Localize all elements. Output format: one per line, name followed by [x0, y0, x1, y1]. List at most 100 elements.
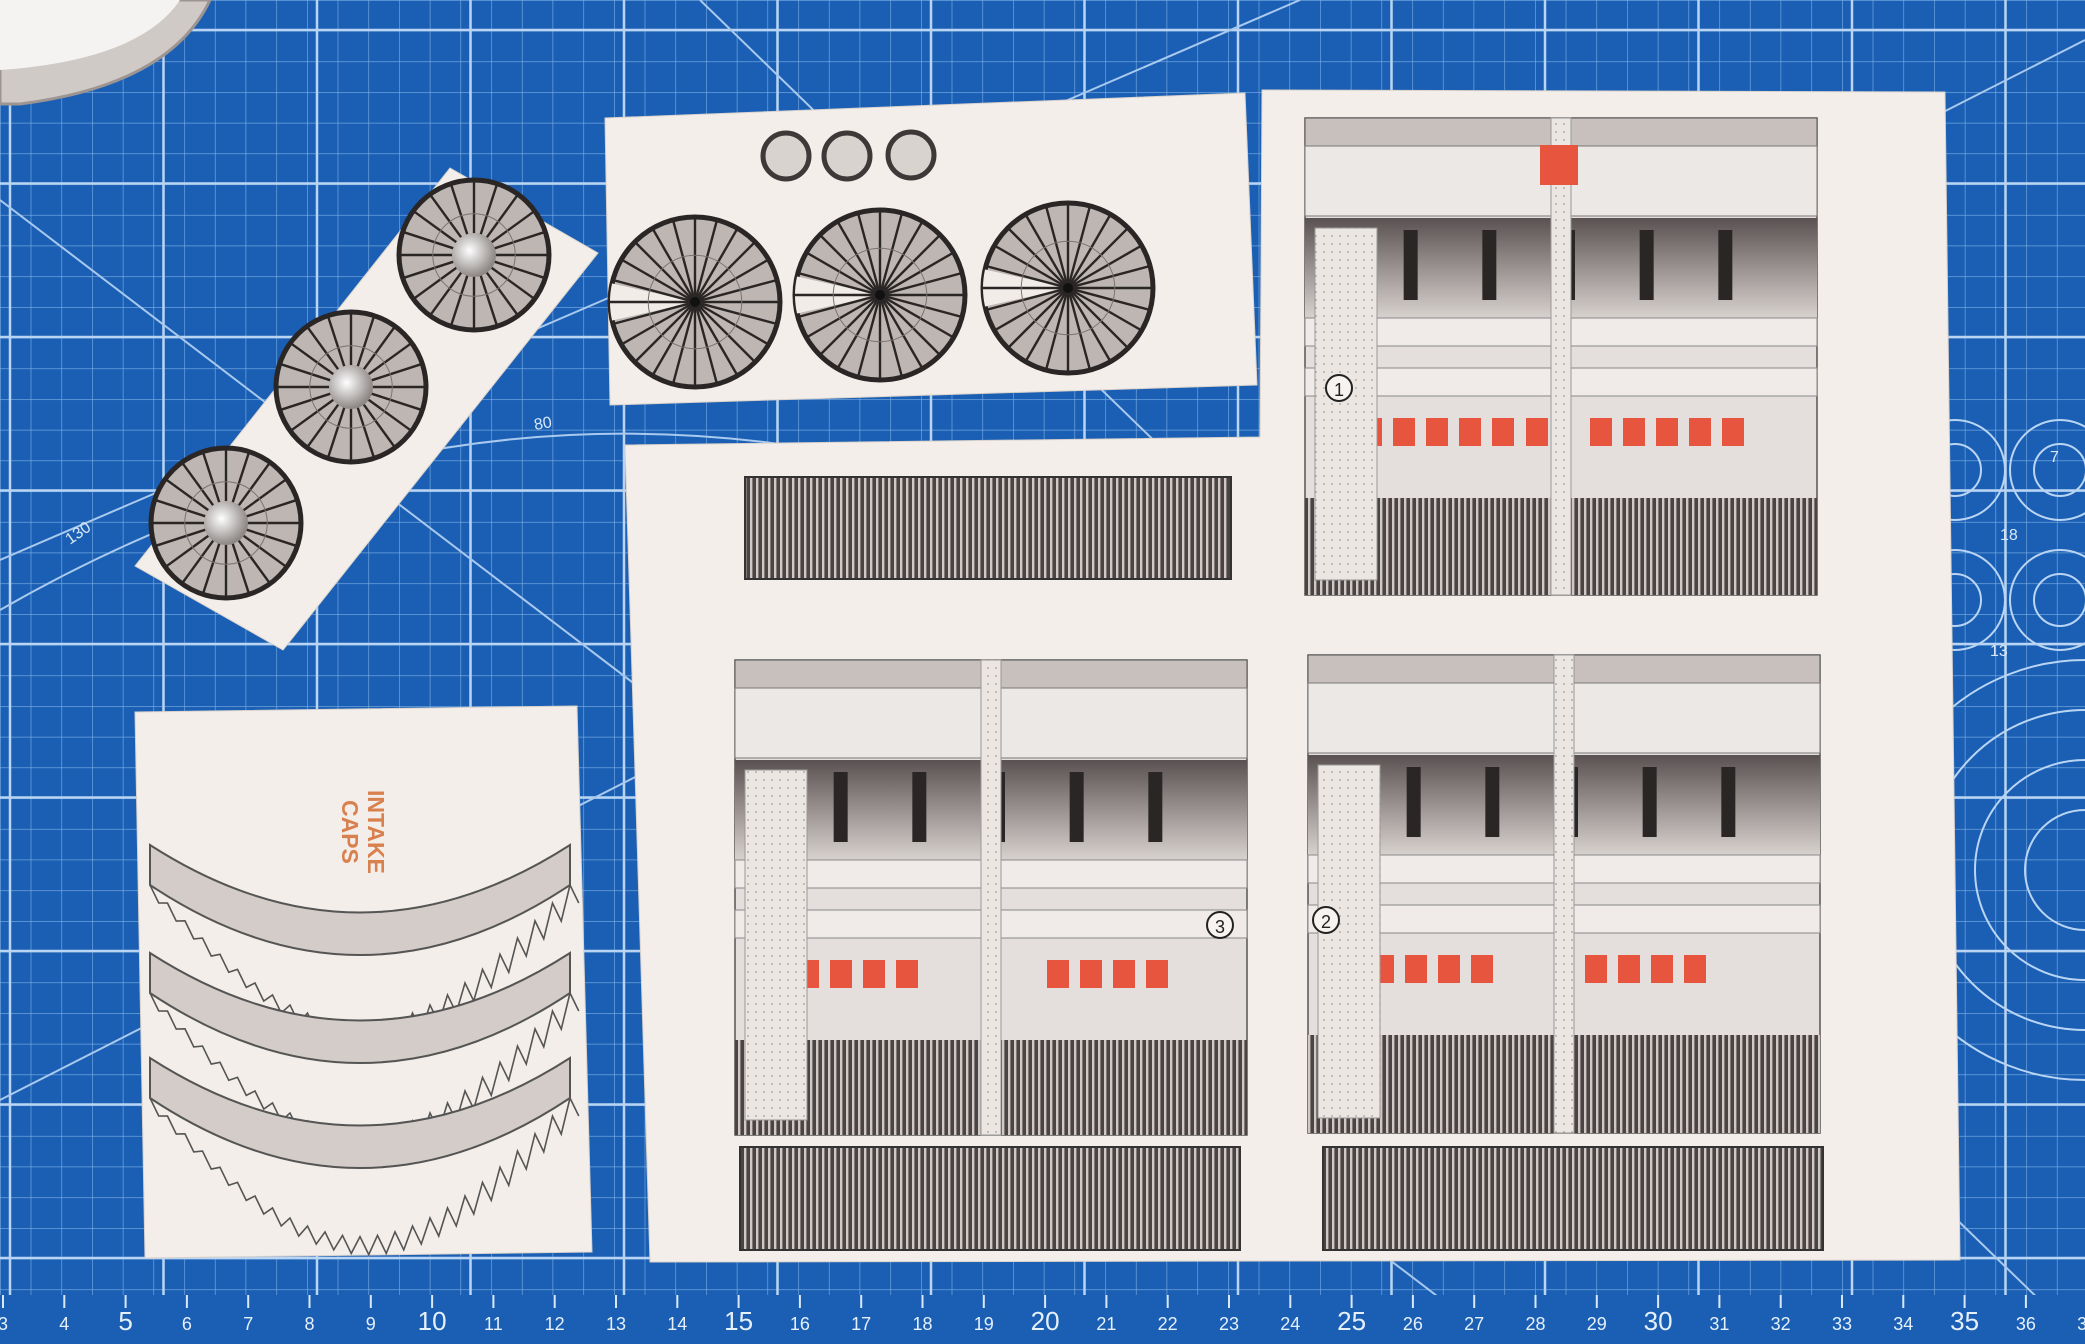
- fan-sheet-top: [604, 92, 1258, 406]
- fan-hub: [204, 501, 248, 545]
- ruler-number: 6: [182, 1314, 192, 1334]
- ruler-number: 13: [606, 1314, 626, 1334]
- intake-caps-sheet: INTAKE CAPS: [134, 705, 593, 1259]
- red-window: [830, 960, 852, 988]
- ruler-number: 21: [1096, 1314, 1116, 1334]
- fan-disc: [396, 177, 552, 333]
- red-window: [1146, 960, 1168, 988]
- ruler-number: 12: [545, 1314, 565, 1334]
- red-window: [1113, 960, 1135, 988]
- fan-disc: [980, 200, 1156, 376]
- ruler-number: 20: [1031, 1306, 1060, 1336]
- red-window: [896, 960, 918, 988]
- red-window: [1590, 418, 1612, 446]
- red-window: [1526, 418, 1548, 446]
- red-window: [1438, 955, 1460, 983]
- ruler-number: 25: [1337, 1306, 1366, 1336]
- wall-panel: 2: [1307, 654, 1821, 1134]
- edge-label: 7: [2050, 449, 2059, 466]
- fan-hub: [1063, 283, 1073, 293]
- ruler-number: 37: [2077, 1314, 2085, 1334]
- ruler-number: 7: [243, 1314, 253, 1334]
- red-window: [1471, 955, 1493, 983]
- red-window: [1618, 955, 1640, 983]
- red-window: [1689, 418, 1711, 446]
- vent-strip-bottom-left: [739, 1146, 1241, 1251]
- ruler-number: 19: [974, 1314, 994, 1334]
- panel-number-circle: [1312, 906, 1340, 934]
- red-window: [1405, 955, 1427, 983]
- red-window: [1656, 418, 1678, 446]
- red-window: [1459, 418, 1481, 446]
- fan-sheet-diagonal: [134, 167, 599, 651]
- fan-hub: [875, 290, 885, 300]
- ruler-number: 29: [1587, 1314, 1607, 1334]
- ruler-number: 17: [851, 1314, 871, 1334]
- fan-hub: [452, 233, 496, 277]
- red-window: [1047, 960, 1069, 988]
- fan-disc: [273, 309, 429, 465]
- panel-number: 3: [1215, 917, 1225, 937]
- ruler-number: 34: [1893, 1314, 1913, 1334]
- ruler-number: 23: [1219, 1314, 1239, 1334]
- ruler-number: 11: [484, 1314, 503, 1334]
- angle-label: 80: [533, 414, 554, 434]
- tin-label: [0, 0, 180, 70]
- red-window: [1684, 955, 1706, 983]
- vent-strip-top: [744, 476, 1232, 580]
- ring-disc: [885, 129, 937, 181]
- edge-label: 18: [2000, 527, 2018, 544]
- vent-strip-bottom-right: [1322, 1146, 1824, 1251]
- wall-panel: 3: [734, 659, 1248, 1136]
- ruler-number: 33: [1832, 1314, 1852, 1334]
- ruler-number: 9: [366, 1314, 376, 1334]
- wall-panel: 1: [1304, 117, 1818, 596]
- ruler-number: 16: [790, 1314, 810, 1334]
- fan-hub: [690, 297, 700, 307]
- panel-number: 1: [1334, 380, 1344, 400]
- ruler-number: 26: [1403, 1314, 1423, 1334]
- intake-caps-label-2: CAPS: [337, 800, 363, 864]
- ruler-number: 8: [304, 1314, 314, 1334]
- ring-disc: [821, 130, 873, 182]
- ruler-number: 15: [724, 1306, 753, 1336]
- red-window: [1722, 418, 1744, 446]
- ruler-number: 36: [2016, 1314, 2036, 1334]
- red-window: [1585, 955, 1607, 983]
- fan-disc: [607, 214, 783, 390]
- ruler-number: 31: [1709, 1314, 1729, 1334]
- intake-cap-strip: [149, 1056, 580, 1257]
- fan-disc: [792, 207, 968, 383]
- fan-hub: [329, 365, 373, 409]
- red-window: [1492, 418, 1514, 446]
- ring-disc: [760, 130, 812, 182]
- edge-label: 13: [1990, 643, 2008, 660]
- ruler-number: 22: [1158, 1314, 1178, 1334]
- ruler-number: 32: [1771, 1314, 1791, 1334]
- fan-disc: [148, 445, 304, 601]
- ruler-number: 24: [1280, 1314, 1300, 1334]
- ruler-number: 14: [667, 1314, 687, 1334]
- ruler-number: 10: [418, 1306, 447, 1336]
- panel-sheet-large: 1 2 3: [624, 89, 1961, 1263]
- ruler-number: 28: [1525, 1314, 1545, 1334]
- panel-number-circle: [1206, 911, 1234, 939]
- red-window: [1080, 960, 1102, 988]
- red-window: [863, 960, 885, 988]
- ruler-number: 35: [1950, 1306, 1979, 1336]
- ruler-number: 18: [912, 1314, 932, 1334]
- intake-caps-label: INTAKE: [363, 790, 389, 874]
- red-top-tab: [1540, 145, 1578, 185]
- ruler-number: 4: [59, 1314, 69, 1334]
- panel-number: 2: [1321, 912, 1331, 932]
- red-window: [1651, 955, 1673, 983]
- red-window: [1623, 418, 1645, 446]
- red-window: [1426, 418, 1448, 446]
- ruler-number: 5: [118, 1306, 132, 1336]
- ruler-number: 3: [0, 1314, 8, 1334]
- ruler-number: 30: [1644, 1306, 1673, 1336]
- ruler-number: 27: [1464, 1314, 1484, 1334]
- red-window: [1393, 418, 1415, 446]
